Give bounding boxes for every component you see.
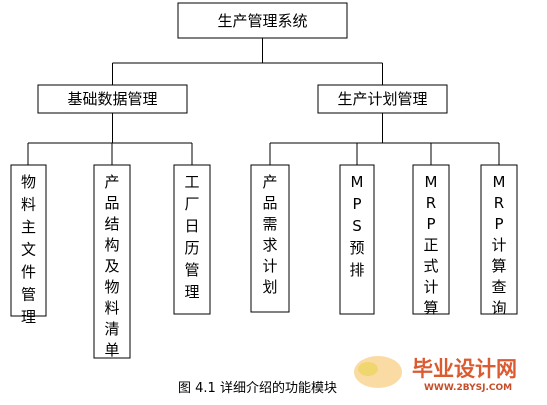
- leaf-1-1-box: [10, 164, 47, 317]
- leaf-2-1-text: 产品需求计划: [262, 173, 277, 296]
- leaf-1-1-label: 物料主文件管理: [21, 173, 36, 326]
- connector-lines: [27, 38, 500, 165]
- leaf-2-1-box: [250, 164, 290, 313]
- leaf-2-2-box: [339, 164, 375, 315]
- figure-caption: 图 4.1 详细介绍的功能模块: [178, 380, 337, 396]
- root-label: 生产管理系统: [217, 12, 307, 30]
- leaf-1-1-text: 物料主文件管理: [21, 173, 36, 326]
- group-2-box: [317, 84, 448, 114]
- leaf-1-2-label: 产品结构及物料清单: [104, 173, 119, 359]
- root-node: 生产管理系统: [177, 2, 348, 39]
- leaf-1-2-text: 产品结构及物料清单: [104, 173, 119, 359]
- group-2-label: 生产计划管理: [337, 90, 427, 108]
- group-node-2: 生产计划管理: [317, 84, 448, 114]
- leaf-2-4-box: [480, 164, 518, 315]
- watermark-url: WWW.2BYSJ.COM: [424, 383, 512, 393]
- leaf-1-2-box: [93, 164, 131, 359]
- leaf-1-3-label: 工厂日历管理: [184, 173, 199, 301]
- leaf-1-3-text: 工厂日历管理: [184, 173, 199, 301]
- leaf-2-1-label: 产品需求计划: [262, 173, 277, 296]
- watermark: 毕业设计网 WWW.2BYSJ.COM: [354, 356, 517, 393]
- watermark-brand: 毕业设计网: [412, 357, 517, 381]
- leaf-1-3-box: [173, 164, 211, 315]
- group-1-box: [37, 84, 188, 114]
- group-node-1: 基础数据管理: [37, 84, 188, 114]
- root-box: [177, 2, 348, 39]
- leaf-2-3-box: [412, 164, 450, 315]
- group-1-label: 基础数据管理: [67, 90, 157, 108]
